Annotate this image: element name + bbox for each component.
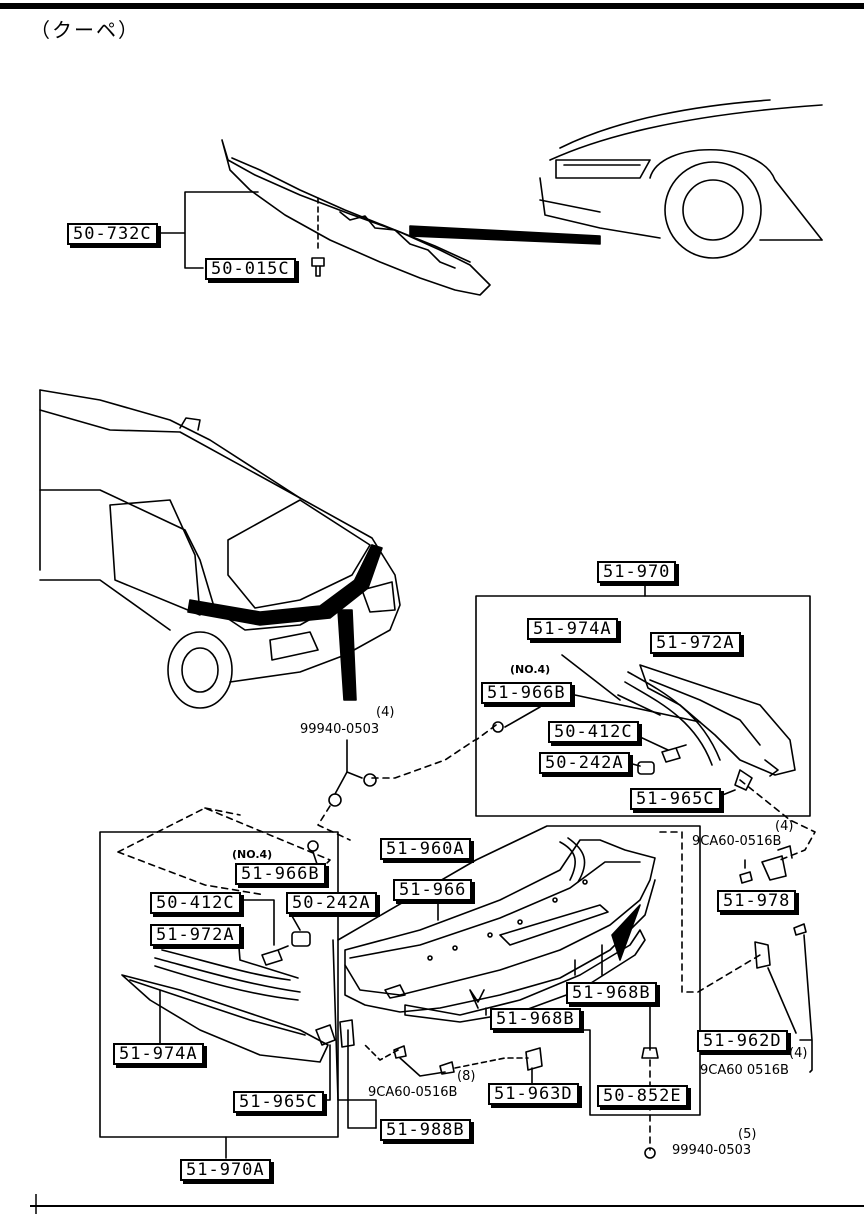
stud-50-852E	[641, 1047, 659, 1059]
rear-car-sketch	[39, 389, 401, 709]
part-tag-51-960A[interactable]: 51-960A	[380, 838, 471, 860]
left-nut-51-966B	[307, 840, 319, 852]
part-tag-50-242A-right[interactable]: 50-242A	[539, 752, 630, 774]
position-note-no4-left: (NO.4)	[232, 848, 273, 861]
lower-dashed-connector	[364, 1044, 529, 1069]
qty-note-nut-top: (4)	[376, 705, 395, 720]
bracket-50-732C	[159, 191, 259, 269]
bracket-51-988B	[339, 1019, 355, 1048]
part-tag-51-972A-right[interactable]: 51-972A	[650, 632, 741, 654]
part-tag-51-970A[interactable]: 51-970A	[180, 1159, 271, 1181]
left-box-dashed-outline	[117, 807, 331, 896]
left-bolt-50-412C	[261, 945, 289, 966]
front-spoiler-pointer	[409, 225, 601, 245]
qty-note-screw-top: (4)	[775, 819, 794, 834]
part-tag-50-242A-left[interactable]: 50-242A	[286, 892, 377, 914]
right-box-leaders	[504, 654, 736, 799]
qty-note-nut-bottom: (5)	[738, 1127, 757, 1142]
rear-spoiler-highlight	[187, 544, 383, 626]
part-tag-51-968B-b[interactable]: 51-968B	[490, 1008, 581, 1030]
part-tag-51-968B-a[interactable]: 51-968B	[566, 982, 657, 1004]
part-tag-51-966B-right[interactable]: 51-966B	[481, 682, 572, 704]
part-tag-50-015C[interactable]: 50-015C	[205, 258, 296, 280]
part-tag-51-963D[interactable]: 51-963D	[488, 1083, 579, 1105]
part-note-9CA60-0516B-right: 9CA60 0516B	[700, 1063, 789, 1078]
group-box-51-970	[475, 595, 811, 817]
nut-99940-0503-b	[328, 793, 342, 807]
right-spoiler-half	[617, 664, 796, 791]
screw-9CA60-0516B-a	[739, 859, 753, 884]
right-dashed-connector	[659, 779, 816, 993]
front-car-sketch	[539, 99, 823, 259]
part-tag-51-965C-right[interactable]: 51-965C	[630, 788, 721, 810]
right-bolt-50-412C	[661, 744, 687, 763]
part-tag-50-732C[interactable]: 50-732C	[67, 223, 158, 245]
part-note-9CA60-0516B-bottom: 9CA60-0516B	[368, 1085, 458, 1100]
nut-99940-0503-a	[363, 773, 377, 787]
top-border	[0, 3, 864, 9]
part-tag-51-988B[interactable]: 51-988B	[380, 1119, 471, 1141]
part-tag-50-412C-left[interactable]: 50-412C	[150, 892, 241, 914]
part-tag-51-962D[interactable]: 51-962D	[697, 1030, 788, 1052]
part-note-9CA60-0516B-top: 9CA60-0516B	[692, 834, 782, 849]
position-note-no4-right: (NO.4)	[510, 663, 551, 676]
nut-leader-dashed	[371, 724, 497, 779]
bolt-50-015C	[311, 257, 325, 277]
group-box-51-970A	[99, 831, 339, 1138]
bracket-51-962D	[754, 941, 771, 969]
part-note-99940-0503-top: 99940-0503	[300, 722, 380, 737]
part-tag-51-965C-left[interactable]: 51-965C	[233, 1091, 324, 1113]
main-spoiler-leaders	[437, 897, 651, 1051]
part-tag-51-966[interactable]: 51-966	[393, 879, 473, 901]
front-lip-spoiler	[221, 139, 491, 296]
part-tag-51-974A-left[interactable]: 51-974A	[113, 1043, 204, 1065]
part-tag-51-974A-right[interactable]: 51-974A	[527, 618, 618, 640]
qty-note-screw-right: (4)	[789, 1046, 808, 1061]
left-clip-50-242A	[291, 931, 311, 947]
screw-9CA60-0516B-b	[793, 923, 807, 936]
lower-leaders	[347, 1029, 533, 1129]
left-box-leaders	[159, 851, 331, 1101]
part-tag-51-970[interactable]: 51-970	[597, 561, 677, 583]
page-title: （クーペ）	[30, 18, 140, 42]
part-tag-50-852E[interactable]: 50-852E	[597, 1085, 688, 1107]
main-spoiler-51-966	[344, 837, 656, 1023]
nut-leader-top	[346, 739, 363, 779]
screw-9CA60-0516B-c	[393, 1045, 455, 1075]
bracket-leaders-right	[767, 934, 813, 1073]
part-tag-50-412C-right[interactable]: 50-412C	[548, 721, 639, 743]
part-tag-51-972A-left[interactable]: 51-972A	[150, 924, 241, 946]
part-tag-51-978[interactable]: 51-978	[717, 890, 797, 912]
part-tag-51-966B-left[interactable]: 51-966B	[235, 863, 326, 885]
part-note-99940-0503-bottom: 99940-0503	[672, 1143, 752, 1158]
nut-99940-0503-c	[644, 1147, 656, 1159]
qty-note-screw-bottom: (8)	[457, 1069, 476, 1084]
nut-leader-b	[334, 771, 348, 795]
right-clip-50-242A	[637, 761, 655, 775]
bracket-51-963D	[525, 1047, 543, 1071]
bracket-51-978	[761, 845, 793, 881]
dashed-connector-mid	[317, 805, 351, 841]
rear-spoiler-pointer	[337, 609, 357, 701]
